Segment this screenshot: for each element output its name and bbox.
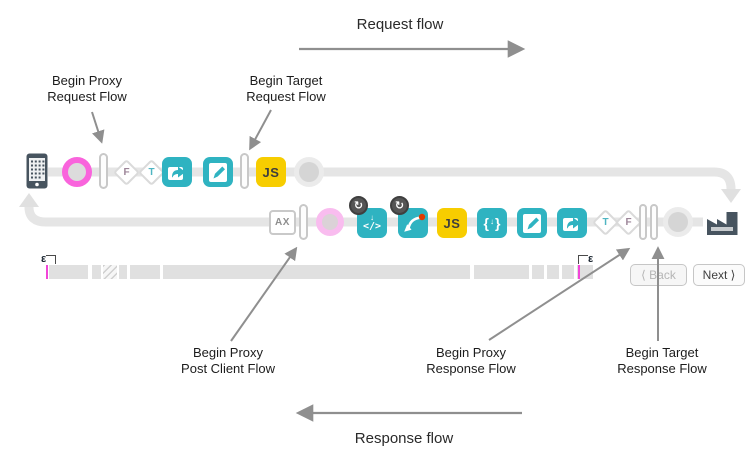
callout-arrow-proxy-request — [91, 111, 105, 144]
repeat-badge-icon: ↻ — [349, 196, 368, 215]
forward-arrow-icon — [563, 217, 581, 231]
epsilon-marker-right: ε — [578, 254, 593, 265]
timeline-segment[interactable] — [562, 265, 574, 279]
timeline-start-tick — [46, 265, 48, 279]
forward-policy-step[interactable] — [162, 157, 192, 187]
condition-false-node[interactable]: F — [615, 209, 642, 236]
condition-false-node[interactable]: F — [113, 159, 140, 186]
timeline-segment[interactable] — [92, 265, 101, 279]
braces-policy-step[interactable]: { ↓ } — [477, 208, 507, 238]
timeline-end-tick — [578, 265, 580, 279]
javascript-policy-step[interactable]: JS — [256, 157, 286, 187]
timeline-segment[interactable] — [130, 265, 160, 279]
timeline-segment[interactable] — [49, 265, 88, 279]
epsilon-marker-left: ε — [41, 254, 57, 265]
request-flow-label: Request flow — [356, 16, 444, 33]
timeline-segment[interactable] — [474, 265, 529, 279]
callout-begin-target-request: Begin Target Request Flow — [246, 73, 326, 104]
condition-true-letter: T — [602, 217, 609, 228]
proxy-response-flow-marker[interactable] — [639, 204, 647, 240]
repeat-badge-icon: ↻ — [390, 196, 409, 215]
response-received-node[interactable] — [663, 207, 693, 237]
condition-true-node[interactable]: T — [592, 209, 619, 236]
code-icon: ↓ </> — [362, 213, 382, 232]
response-returned-node[interactable] — [316, 208, 344, 236]
request-track-arrowhead-icon — [721, 189, 741, 203]
callout-arrow-post-client — [230, 246, 298, 342]
edit-policy-step[interactable] — [203, 157, 233, 187]
proxy-request-flow-marker[interactable] — [99, 153, 108, 189]
next-button[interactable]: Next ⟩ — [693, 264, 745, 286]
analytics-step[interactable]: AX — [269, 210, 296, 235]
timeline-segment[interactable] — [532, 265, 544, 279]
javascript-policy-step[interactable]: JS — [437, 208, 467, 238]
timeline-segment[interactable] — [163, 265, 470, 279]
callout-begin-proxy-post-client: Begin Proxy Post Client Flow — [181, 345, 275, 376]
condition-false-letter: F — [625, 217, 632, 228]
callout-begin-proxy-request: Begin Proxy Request Flow — [47, 73, 127, 104]
post-client-flow-marker[interactable] — [299, 204, 308, 240]
condition-true-letter: T — [148, 167, 155, 178]
timeline-segment[interactable] — [547, 265, 559, 279]
edit-policy-step[interactable] — [517, 208, 547, 238]
js-label: JS — [262, 164, 280, 180]
timeline-segment[interactable] — [119, 265, 127, 279]
forward-arrow-icon — [168, 166, 186, 180]
response-track-arrowhead-icon — [19, 193, 39, 207]
target-server-icon — [705, 207, 740, 242]
client-phone-icon — [26, 153, 48, 194]
timeline-segment-hatched[interactable] — [103, 265, 117, 279]
js-label: JS — [443, 215, 461, 231]
down-arrow-icon: ↓ — [490, 217, 494, 226]
condition-true-node[interactable]: T — [138, 159, 165, 186]
condition-false-letter: F — [123, 167, 130, 178]
target-response-flow-marker[interactable] — [650, 204, 658, 240]
request-sent-node[interactable] — [294, 157, 324, 187]
node-dot — [299, 162, 319, 182]
pencil-icon — [523, 214, 541, 233]
response-flow-label: Response flow — [354, 430, 454, 447]
ax-label: AX — [275, 217, 290, 228]
corner-bracket-icon — [46, 255, 57, 264]
forward-policy-step[interactable] — [557, 208, 587, 238]
callout-arrow-target-request — [249, 109, 272, 151]
pencil-icon — [209, 163, 227, 182]
callout-begin-proxy-response: Begin Proxy Response Flow — [426, 345, 516, 376]
callout-arrow-proxy-response — [488, 247, 631, 341]
callout-begin-target-response: Begin Target Response Flow — [617, 345, 707, 376]
target-request-flow-marker[interactable] — [240, 153, 249, 189]
request-received-node[interactable] — [62, 157, 92, 187]
braces-icon: { ↓ } — [483, 215, 501, 231]
back-button[interactable]: ⟨ Back — [630, 264, 687, 286]
node-dot — [668, 212, 688, 232]
corner-bracket-icon — [578, 255, 588, 264]
